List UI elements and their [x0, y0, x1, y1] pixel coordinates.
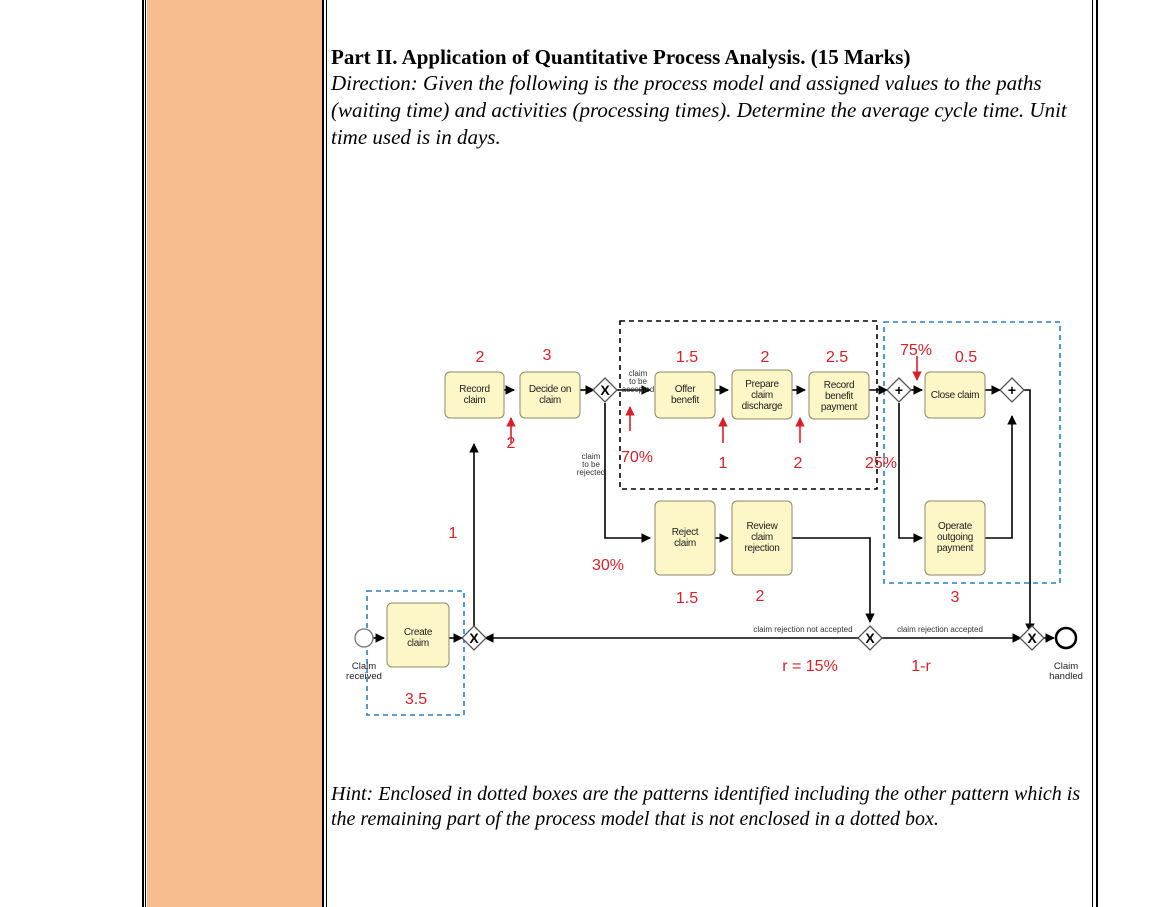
- process-diagram: Record claim Decide on claim Offer benef…: [346, 320, 1083, 716]
- hint-text: Hint: Enclosed in dotted boxes are the p…: [331, 783, 1081, 830]
- svg-text:Record: Record: [824, 380, 854, 391]
- task-review-claim-rejection: Review claim rejection: [731, 500, 793, 576]
- task-prepare-claim-discharge: Prepare claim discharge: [731, 369, 793, 420]
- value-rework-prob: r = 15%: [782, 658, 838, 675]
- value-reject-claim: 1.5: [676, 590, 698, 607]
- task-record-claim: Record claim: [444, 371, 505, 419]
- question-block: Part II. Application of Quantitative Pro…: [331, 44, 1089, 151]
- value-prob-reject: 30%: [592, 557, 624, 574]
- svg-text:claim: claim: [751, 532, 773, 543]
- svg-text:+: +: [895, 382, 903, 398]
- value-wait-offer-prepare: 1: [719, 455, 728, 472]
- svg-text:Operate: Operate: [938, 521, 973, 532]
- flow-label-accepted: claim to be accepted: [622, 369, 654, 394]
- flow-label-rejection-accepted: claim rejection accepted: [897, 625, 983, 634]
- svg-text:handled: handled: [1049, 671, 1083, 682]
- value-create-claim: 3.5: [405, 691, 427, 708]
- value-loop-wait: 1: [449, 525, 458, 542]
- svg-text:payment: payment: [821, 402, 858, 413]
- svg-text:to be: to be: [629, 377, 647, 386]
- side-panel: [147, 0, 322, 907]
- svg-text:discharge: discharge: [742, 401, 783, 412]
- svg-text:Reject: Reject: [672, 527, 699, 538]
- svg-text:payment: payment: [937, 543, 974, 554]
- svg-text:claim: claim: [629, 369, 648, 378]
- svg-text:accepted: accepted: [622, 385, 654, 394]
- end-event: Claim handled: [1049, 626, 1083, 682]
- svg-text:Close claim: Close claim: [931, 390, 979, 401]
- task-operate-outgoing-payment: Operate outgoing payment: [924, 500, 986, 576]
- direction-text: Direction: Given the following is the pr…: [331, 71, 1067, 149]
- task-record-benefit-payment: Record benefit payment: [808, 371, 870, 420]
- value-exit-prob: 1-r: [911, 658, 931, 675]
- value-close-claim: 0.5: [955, 349, 977, 366]
- svg-text:Record: Record: [459, 384, 489, 395]
- value-wait-record-decide: 2: [507, 435, 516, 452]
- xor-gateway-decision: X: [592, 377, 618, 403]
- page-border-left: [142, 0, 146, 907]
- value-prepare-discharge: 2: [761, 349, 770, 366]
- value-decide-claim: 3: [543, 347, 552, 364]
- value-record-claim: 2: [476, 349, 485, 366]
- svg-text:X: X: [600, 382, 610, 398]
- part-heading: Part II. Application of Quantitative Pro…: [331, 45, 911, 69]
- svg-text:X: X: [865, 630, 875, 646]
- svg-text:Decide on: Decide on: [529, 384, 571, 395]
- svg-text:benefit: benefit: [825, 391, 853, 402]
- task-close-claim: Close claim: [924, 371, 986, 419]
- xor-gateway-loop-merge: X: [461, 625, 487, 651]
- start-event: Claim received: [346, 628, 382, 682]
- svg-text:received: received: [346, 671, 382, 682]
- svg-text:benefit: benefit: [671, 395, 699, 406]
- task-reject-claim: Reject claim: [654, 500, 716, 576]
- and-split-gateway: +: [886, 377, 912, 403]
- svg-text:claim: claim: [674, 538, 696, 549]
- svg-text:X: X: [1027, 630, 1037, 646]
- value-wait-prepare-record: 2: [794, 455, 803, 472]
- svg-text:X: X: [469, 630, 479, 646]
- svg-text:claim: claim: [582, 452, 601, 461]
- flow-label-rejection-not-accepted: claim rejection not accepted: [753, 625, 852, 634]
- value-review-rejection: 2: [756, 588, 765, 605]
- xor-gateway-end-merge: X: [1019, 625, 1045, 651]
- pattern-box-parallel: [883, 321, 1061, 584]
- svg-text:outgoing: outgoing: [937, 532, 973, 543]
- svg-text:to be: to be: [582, 460, 600, 469]
- svg-text:rejection: rejection: [744, 543, 779, 554]
- task-decide-on-claim: Decide on claim: [519, 371, 581, 419]
- pattern-box-sequence: [619, 320, 878, 490]
- svg-text:claim: claim: [407, 638, 429, 649]
- svg-text:claim: claim: [464, 395, 486, 406]
- svg-text:Claim: Claim: [1054, 661, 1078, 672]
- value-record-payment: 2.5: [826, 349, 848, 366]
- svg-text:Prepare: Prepare: [745, 379, 779, 390]
- svg-text:rejected: rejected: [577, 468, 605, 477]
- value-prob-75: 75%: [900, 342, 932, 359]
- svg-text:claim: claim: [751, 390, 773, 401]
- and-join-gateway: +: [999, 377, 1025, 403]
- value-prob-25: 25%: [865, 455, 897, 472]
- value-prob-accept: 70%: [621, 449, 653, 466]
- svg-text:claim: claim: [539, 395, 561, 406]
- svg-text:+: +: [1008, 382, 1016, 398]
- value-offer-benefit: 1.5: [676, 349, 698, 366]
- flow-label-rejected: claim to be rejected: [577, 452, 605, 477]
- svg-text:Claim: Claim: [352, 661, 376, 672]
- value-operate-payment: 3: [951, 589, 960, 606]
- pattern-box-start: [366, 590, 465, 716]
- task-offer-benefit: Offer benefit: [654, 371, 716, 419]
- column-divider: [322, 0, 327, 907]
- task-create-claim: Create claim: [386, 602, 450, 668]
- svg-text:Offer: Offer: [675, 384, 697, 395]
- svg-text:Review: Review: [747, 521, 779, 532]
- xor-gateway-rejection: X: [857, 625, 883, 651]
- page-border-right: [1092, 0, 1098, 907]
- svg-text:Create: Create: [404, 627, 433, 638]
